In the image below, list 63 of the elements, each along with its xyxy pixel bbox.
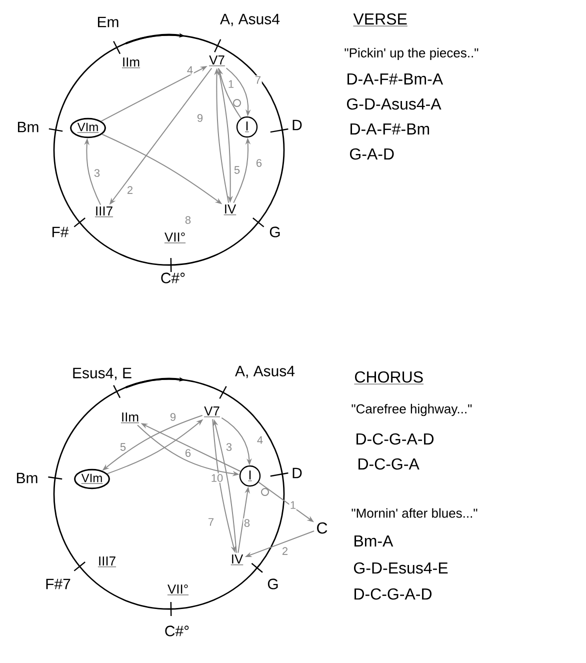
chord-progression: D-A-F#-Bm — [350, 123, 430, 134]
chord-name: C#° — [161, 272, 185, 284]
edge-label: 6 — [255, 158, 263, 168]
chord-name: D — [292, 468, 302, 478]
chord-name: A, Asus4 — [235, 366, 295, 378]
roman-numeral: VII° — [164, 232, 186, 244]
edge-label: 7 — [207, 517, 215, 527]
roman-numeral: VIm — [70, 118, 106, 138]
chord-progression: G-A-D — [350, 148, 394, 160]
chord-progression: D-C-G-A-D — [356, 433, 434, 445]
edge-label: 3 — [225, 442, 233, 452]
edge-label: 4 — [256, 435, 264, 445]
chord-progression: Bm-A — [354, 536, 394, 546]
edge-label: 5 — [233, 165, 241, 175]
chord-progression: D-A-F#-Bm-A — [348, 73, 444, 84]
edge-label: 10 — [210, 473, 224, 483]
edge-label: 9 — [169, 412, 177, 422]
chord-name: C — [317, 522, 328, 534]
chord-name: Bm — [16, 472, 38, 484]
chord-name: G — [268, 578, 278, 590]
chord-name: Em — [98, 16, 118, 28]
chord-name: Esus4, E — [73, 368, 132, 380]
chord-name: F# — [52, 226, 69, 238]
song-lyric: "Mornin' after blues..." — [352, 508, 478, 518]
edge-label: 8 — [243, 518, 251, 528]
edge-label: 1 — [289, 500, 297, 510]
roman-numeral: V7 — [204, 406, 220, 418]
edge-label: 8 — [184, 215, 192, 225]
chord-progression: D-C-G-A — [358, 458, 420, 470]
edge-label: 6 — [184, 448, 192, 458]
roman-numeral: IV — [230, 554, 244, 566]
edge-label: 1 — [227, 79, 235, 89]
edge-label: 3 — [93, 168, 101, 178]
roman-numeral: VII° — [167, 584, 189, 596]
section-heading: VERSE — [353, 13, 408, 26]
edge-label: 4 — [186, 65, 194, 75]
roman-numeral: I — [236, 116, 258, 138]
chord-name: F#7 — [46, 578, 70, 590]
chord-name: C#° — [165, 626, 189, 636]
edge-label: 9 — [196, 113, 204, 123]
roman-numeral: I — [239, 465, 261, 487]
edge-label: 5 — [119, 442, 127, 452]
chord-name: G — [270, 226, 280, 238]
edge-label: 2 — [281, 546, 289, 556]
roman-numeral: IIm — [120, 412, 140, 424]
roman-numeral: V7 — [208, 56, 226, 66]
chord-name: A, Asus4 — [220, 14, 280, 26]
edge-label: 7 — [254, 75, 262, 85]
chord-name: Bm — [18, 122, 38, 132]
chord-name: D — [292, 120, 302, 130]
roman-numeral: IV — [224, 204, 236, 216]
chord-progression: D-C-G-A-D — [354, 588, 432, 600]
roman-numeral: III7 — [94, 206, 114, 218]
roman-numeral: III7 — [98, 556, 116, 568]
section-heading: CHORUS — [354, 371, 424, 384]
chord-circle — [53, 34, 285, 266]
chord-progression: G-D-Asus4-A — [347, 98, 442, 110]
song-lyric: "Pickin' up the pieces.." — [344, 48, 478, 60]
roman-numeral: IIm — [122, 58, 140, 68]
song-lyric: "Carefree highway..." — [352, 404, 472, 416]
edge-label: 2 — [126, 185, 134, 195]
chord-progression: G-D-Esus4-E — [354, 562, 448, 574]
roman-numeral: VIm — [74, 468, 110, 490]
